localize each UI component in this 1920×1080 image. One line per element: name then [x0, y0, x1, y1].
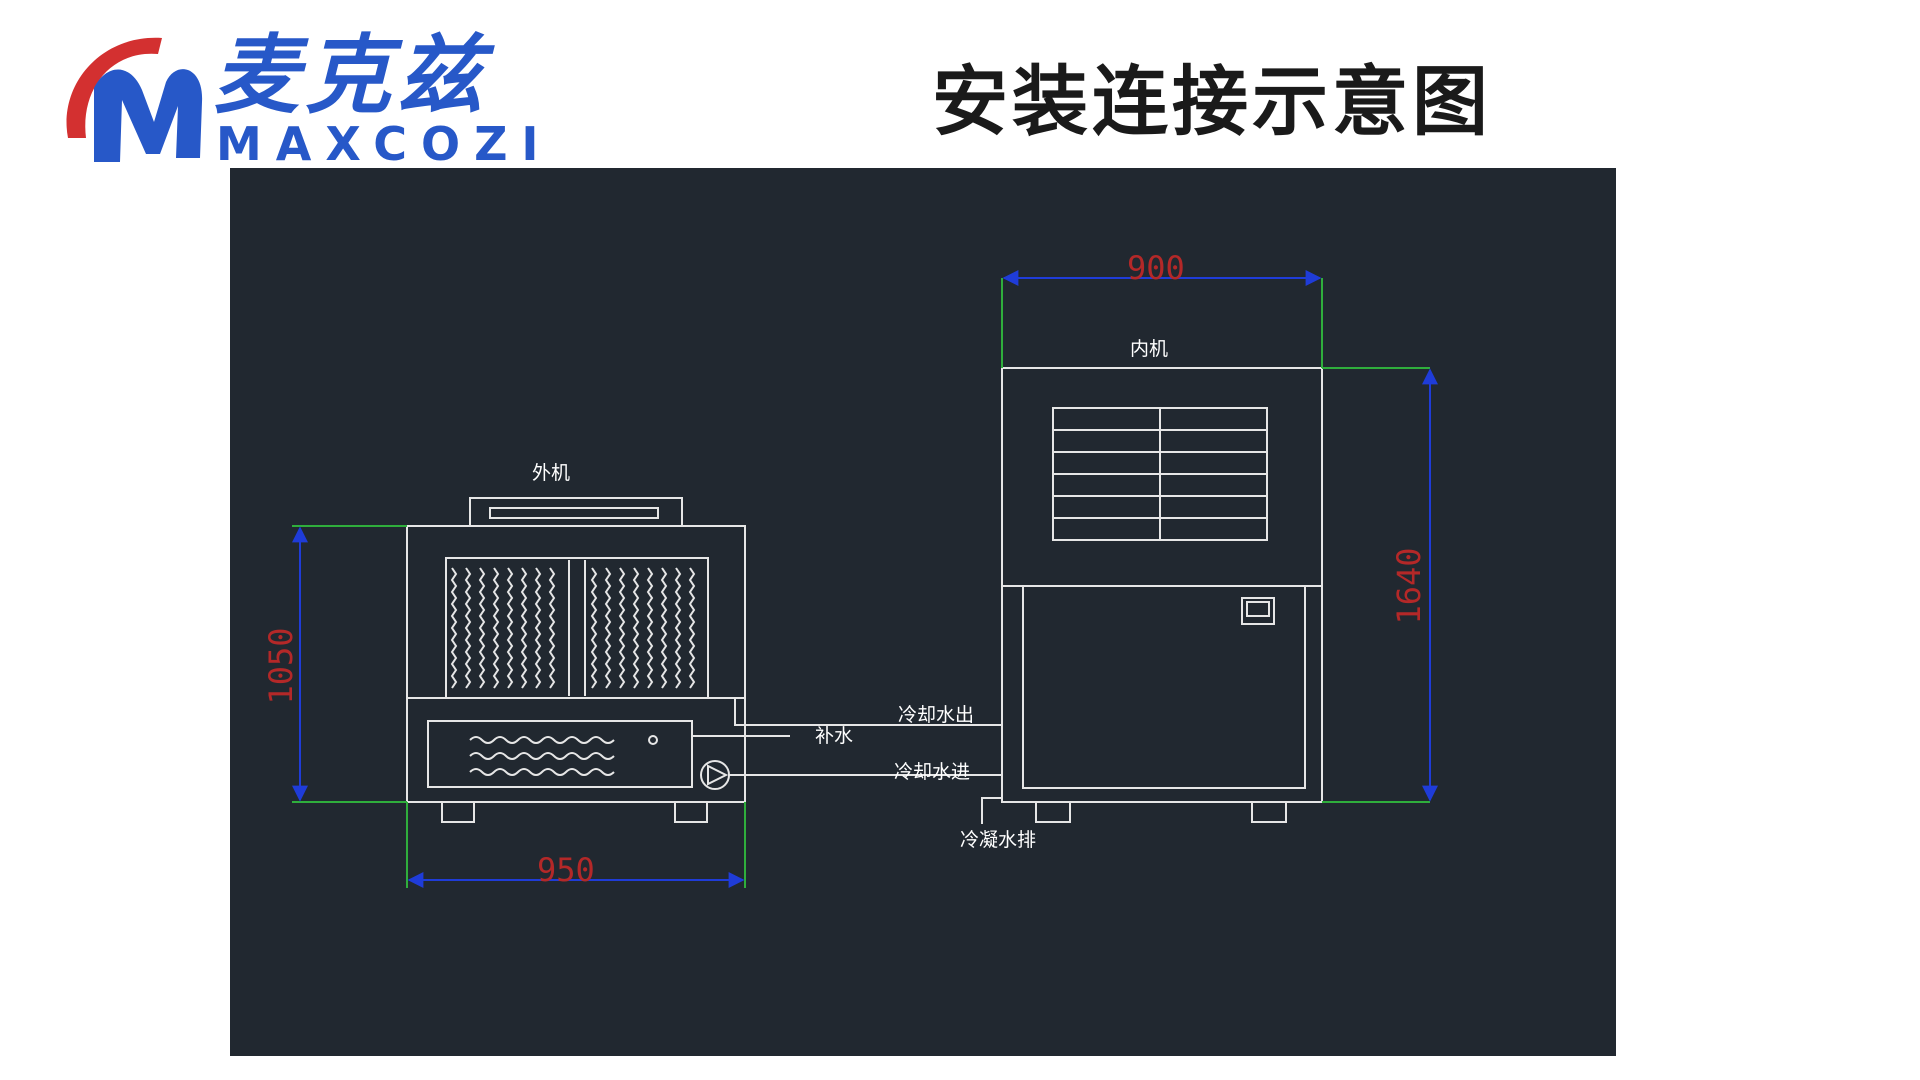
logo-text-cn: 麦克兹 — [213, 26, 489, 126]
indoor-unit-label: 内机 — [1130, 338, 1168, 360]
brand-logo: 麦克兹 MAXCOZI — [50, 26, 539, 171]
dim-indoor-height: 1640 — [1390, 547, 1428, 624]
pipe-label-condensate-drain: 冷凝水排 — [960, 829, 1036, 851]
pipe-label-cooling-water-out: 冷却水出 — [898, 704, 974, 726]
pipe-label-makeup-water: 补水 — [815, 725, 853, 747]
dimension-lines — [292, 270, 1438, 888]
installation-diagram: 外机 内机 冷却水出 补水 冷却水进 冷凝水排 900 950 1050 164… — [230, 168, 1616, 1056]
dim-indoor-width: 900 — [1127, 249, 1185, 287]
brand-logo-mark — [66, 37, 203, 162]
pipe-lines — [692, 698, 1002, 824]
outdoor-unit-label: 外机 — [532, 462, 570, 484]
indoor-unit — [1001, 367, 1323, 823]
logo-text-en: MAXCOZI — [216, 117, 553, 171]
pipe-label-cooling-water-in: 冷却水进 — [894, 761, 970, 783]
outdoor-unit — [406, 497, 746, 823]
dim-outdoor-height: 1050 — [262, 627, 300, 704]
dim-outdoor-width: 950 — [537, 851, 595, 889]
page-title: 安装连接示意图 — [932, 57, 1492, 146]
